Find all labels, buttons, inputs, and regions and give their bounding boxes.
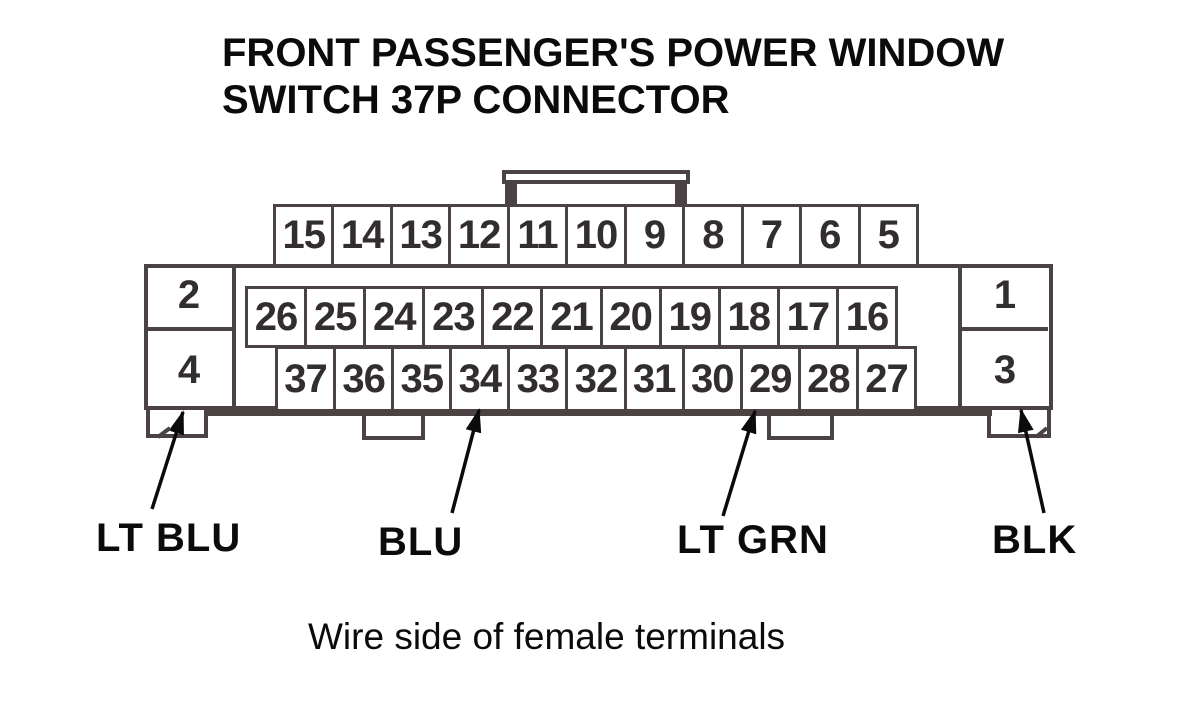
- arrow-blu-to-pin-34: [450, 408, 482, 514]
- pin-cell-34: 34: [449, 349, 507, 409]
- pin-cell-26: 26: [254, 294, 299, 339]
- wire-label-blu: BLU: [378, 520, 464, 564]
- wire-label-blk: BLK: [992, 518, 1078, 562]
- pin-cell-37: 37: [284, 356, 328, 401]
- diagram-caption: Wire side of female terminals: [308, 616, 786, 657]
- pin-cell-30: 30: [681, 349, 740, 409]
- pin-cell-33: 33: [507, 349, 565, 409]
- pin-cell-9: 9: [623, 207, 682, 264]
- pin-cell-18: 18: [717, 289, 777, 345]
- arrow-lt-grn-to-pin-29: [721, 409, 757, 517]
- pin-cell-11: 11: [506, 207, 565, 264]
- diagram-title-line2: SWITCH 37P CONNECTOR: [222, 78, 730, 123]
- pin-cell-22: 22: [481, 289, 540, 345]
- diagram-title-line1: FRONT PASSENGER'S POWER WINDOW: [222, 31, 1005, 75]
- connector-mount-leg-right: [987, 410, 1051, 438]
- wire-label-lt-grn: LT GRN: [677, 518, 829, 562]
- pin-cell-10: 10: [565, 207, 623, 264]
- pin-cell-36: 36: [333, 349, 391, 409]
- pin-cell-29: 29: [739, 349, 798, 409]
- connector-bottom-ridge: [204, 409, 992, 416]
- pin-cell-23: 23: [422, 289, 481, 345]
- pin-cell-2: 2: [146, 264, 232, 331]
- pin-cell-7: 7: [740, 207, 799, 264]
- pin-cell-4: 4: [177, 348, 201, 392]
- pin-cell-3: 3: [993, 348, 1017, 392]
- pin-cell-32: 32: [565, 349, 623, 409]
- pin-cell-27: 27: [855, 349, 914, 409]
- pin-cell-16: 16: [835, 289, 895, 345]
- pin-cell-35: 35: [391, 349, 449, 409]
- pin-cell-13: 13: [389, 207, 448, 264]
- diagram-title: FRONT PASSENGER'S POWER WINDOW SWITCH 37…: [222, 30, 1004, 124]
- pin-cell-6: 6: [799, 207, 857, 264]
- connector-mount-leg-center-left: [362, 412, 425, 440]
- pin-cell-28: 28: [797, 349, 856, 409]
- wire-label-lt-blu: LT BLU: [96, 516, 242, 560]
- pin-cell-8: 8: [682, 207, 740, 264]
- pin-cell-14: 14: [331, 207, 389, 264]
- pin-cell-25: 25: [304, 289, 363, 345]
- connector-latch-bar: [502, 170, 690, 184]
- connector-mount-leg-left: [146, 410, 208, 438]
- pin-cell-21: 21: [540, 289, 599, 345]
- pin-cell-5: 5: [857, 207, 916, 264]
- pin-cell-31: 31: [623, 349, 682, 409]
- pin-cell-19: 19: [658, 289, 718, 345]
- pin-cell-12: 12: [448, 207, 506, 264]
- pin-cell-20: 20: [599, 289, 659, 345]
- pin-cell-17: 17: [776, 289, 836, 345]
- pin-cell-24: 24: [363, 289, 422, 345]
- pin-cell-15: 15: [282, 213, 326, 257]
- pin-cell-1: 1: [962, 264, 1048, 331]
- connector-mount-leg-center-right: [767, 412, 834, 440]
